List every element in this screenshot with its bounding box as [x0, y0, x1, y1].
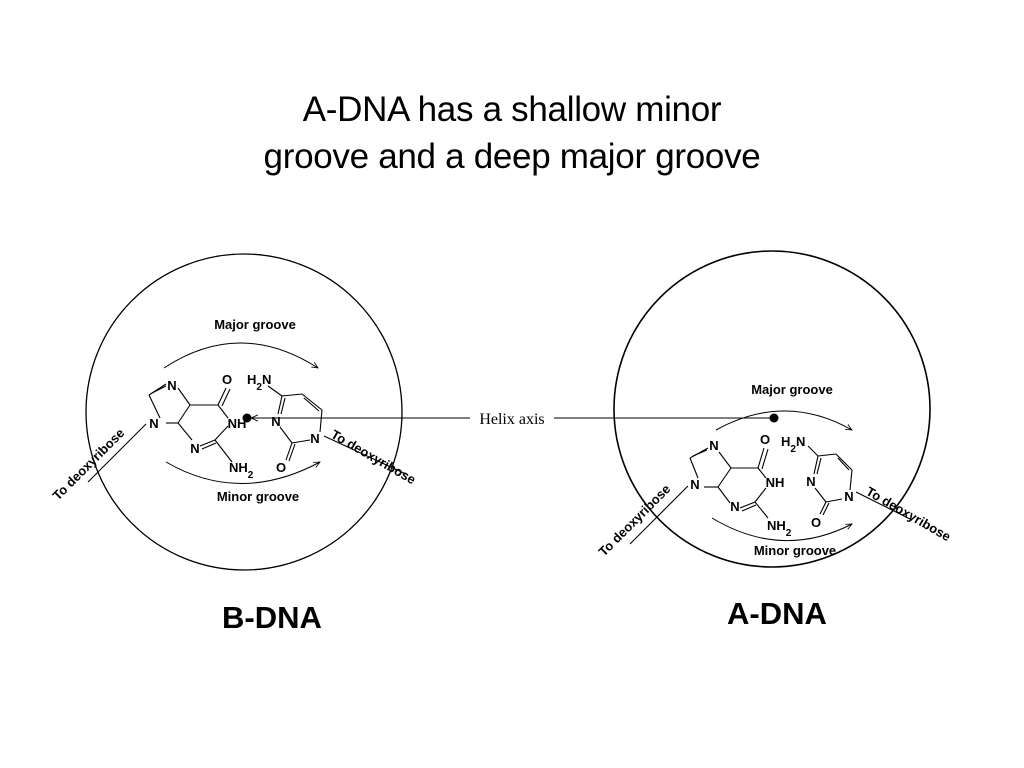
- b-dna-atom-h2n: H2N: [247, 372, 271, 393]
- a-dna-atom-n7: N: [709, 438, 718, 453]
- a-dna-atom-n1h: NH: [766, 475, 785, 490]
- a-dna-atom-n9: N: [690, 477, 699, 492]
- b-dna-panel: Major groove Minor groove N N O NH N NH2: [50, 253, 419, 571]
- b-dna-to-deoxyribose-right: To deoxyribose: [329, 427, 419, 488]
- b-dna-atom-n9: N: [149, 416, 158, 431]
- a-dna-atom-nh2: NH2: [767, 518, 792, 539]
- b-dna-cytosine: [267, 385, 323, 462]
- a-dna-to-deoxyribose-left: To deoxyribose: [596, 481, 674, 559]
- title-line-1: A-DNA has a shallow minor: [302, 90, 722, 129]
- title-line-2: groove and a deep major groove: [263, 137, 761, 176]
- a-dna-atom-cn1: N: [844, 489, 853, 504]
- slide-title: A-DNA has a shallow minor groove and a d…: [0, 86, 1024, 180]
- a-dna-cytosine: [807, 445, 853, 516]
- b-dna-helix-axis-point: [242, 413, 252, 423]
- a-dna-helix-circle: [613, 250, 931, 568]
- a-dna-left-glycosidic-bond: [629, 485, 689, 545]
- a-dna-helix-axis-point: [769, 413, 779, 423]
- b-dna-atom-o6: O: [222, 372, 232, 387]
- a-dna-to-deoxyribose-right: To deoxyribose: [864, 484, 954, 545]
- a-dna-major-groove-label: Major groove: [751, 382, 833, 397]
- b-dna-helix-circle: [85, 253, 403, 571]
- a-dna-atom-n3: N: [730, 499, 739, 514]
- a-dna-caption: A-DNA: [727, 596, 827, 631]
- a-dna-minor-groove-label: Minor groove: [754, 543, 836, 558]
- b-dna-atom-n7: N: [167, 378, 176, 393]
- a-dna-atom-o2: O: [811, 515, 821, 530]
- a-dna-atom-h2n: H2N: [781, 434, 805, 455]
- b-dna-atom-nh2: NH2: [229, 460, 254, 481]
- b-dna-major-groove-arrow: [163, 342, 318, 368]
- b-dna-atom-o2: O: [276, 460, 286, 475]
- helix-axis: Helix axis: [251, 411, 770, 428]
- b-dna-caption: B-DNA: [222, 600, 322, 635]
- b-dna-minor-groove-arrow: [165, 462, 320, 484]
- a-dna-right-glycosidic-bond: [855, 491, 913, 521]
- b-dna-atom-cn1: N: [310, 431, 319, 446]
- b-dna-guanine: [148, 383, 233, 463]
- b-dna-atom-n3: N: [190, 441, 199, 456]
- a-dna-minor-groove-arrow: [711, 517, 852, 542]
- b-dna-atom-n1h: NH: [228, 416, 247, 431]
- a-dna-major-groove-arrow: [715, 410, 852, 430]
- a-dna-atom-o6: O: [760, 432, 770, 447]
- helix-axis-label: Helix axis: [479, 411, 544, 428]
- b-dna-major-groove-label: Major groove: [214, 317, 296, 332]
- a-dna-atom-cn3: N: [806, 474, 815, 489]
- b-dna-minor-groove-label: Minor groove: [217, 489, 299, 504]
- a-dna-panel: Major groove Minor groove N N O NH N NH2: [596, 250, 954, 568]
- b-dna-atom-cn3: N: [271, 414, 280, 429]
- b-dna-right-glycosidic-bond: [323, 435, 409, 476]
- a-dna-guanine: [689, 447, 769, 519]
- b-dna-left-glycosidic-bond: [87, 423, 147, 483]
